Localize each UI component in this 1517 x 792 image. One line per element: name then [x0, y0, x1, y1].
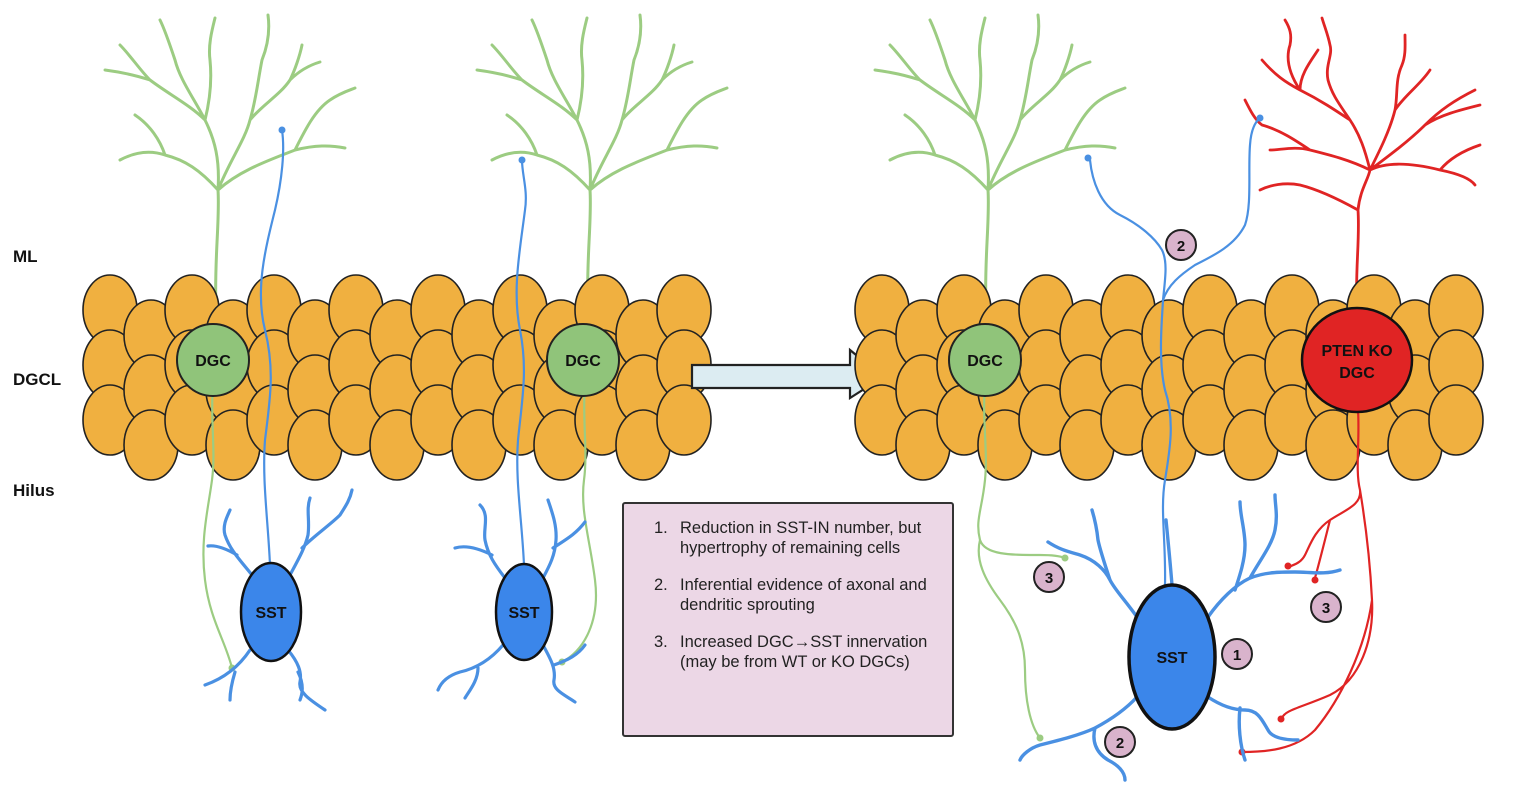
svg-text:1: 1 — [1233, 647, 1241, 664]
axon-terminal — [1277, 715, 1285, 723]
pten-ko-axon — [1241, 409, 1374, 754]
svg-text:3: 3 — [1322, 600, 1330, 617]
sst-label: SST — [508, 605, 539, 622]
svg-text:2: 2 — [1177, 238, 1185, 255]
axon-terminal — [1284, 562, 1292, 570]
sst-axon-sprout — [1161, 117, 1261, 301]
granule-cell — [1428, 384, 1484, 456]
granule-cell-layer-left — [82, 274, 712, 481]
legend-item-text: Increased DGC→SST innervation (may be fr… — [680, 633, 928, 671]
sst-label: SST — [255, 605, 286, 622]
axon-terminal — [1311, 576, 1319, 584]
legend-item-2: 2. Inferential evidence of axonal and de… — [654, 575, 942, 615]
sst-soma-right: SST — [1127, 583, 1217, 731]
dgc-soma-right: DGC — [948, 323, 1022, 397]
sst-soma-left-1: SST — [239, 561, 303, 663]
pten-ko-label-line2: DGC — [1339, 365, 1375, 382]
sst-soma-left-2: SST — [494, 562, 554, 662]
dgc-dendrite-tree-left-1 — [103, 13, 357, 312]
legend-item-text: Reduction in SST-IN number, but hypertro… — [680, 519, 922, 557]
pten-ko-dgc-soma: PTEN KO DGC — [1300, 306, 1414, 414]
axon-terminal — [1256, 114, 1264, 122]
sst-axon-right — [1088, 159, 1172, 586]
dgc-label: DGC — [967, 353, 1003, 370]
legend-item-number: 3. — [654, 633, 668, 651]
sst-axon-left-1 — [259, 129, 285, 566]
dgc-dendrite-tree-right — [873, 13, 1127, 312]
layer-label-dgcl: DGCL — [13, 370, 62, 389]
sst-axon-left-2 — [515, 159, 527, 566]
dgc-soma-left-1: DGC — [176, 323, 250, 397]
dgc-dendrite-tree-left-2 — [475, 13, 729, 312]
sst-dendrites-right — [1018, 493, 1342, 782]
layer-label-ml: ML — [13, 247, 38, 266]
transition-arrow — [690, 347, 885, 401]
legend-item-number: 1. — [654, 519, 668, 537]
pten-ko-label-line1: PTEN KO — [1321, 343, 1392, 360]
legend-item-3: 3. Increased DGC→SST innervation (may be… — [654, 632, 942, 672]
dgc-axon-right — [977, 379, 1066, 739]
layer-label-hilus: Hilus — [13, 481, 55, 500]
legend-item-1: 1. Reduction in SST-IN number, but hyper… — [654, 518, 942, 558]
axon-terminal — [1084, 154, 1092, 162]
sst-dendrites-left-2 — [436, 498, 587, 704]
legend-item-number: 2. — [654, 576, 668, 594]
granule-cell-layer-right — [854, 274, 1484, 481]
marker-2-lower: 2 — [1104, 726, 1136, 758]
dgc-soma-left-2: DGC — [546, 323, 620, 397]
marker-1: 1 — [1221, 638, 1253, 670]
marker-2-upper: 2 — [1165, 229, 1197, 261]
axon-terminal — [518, 156, 526, 164]
sst-dendrites-left-1 — [203, 488, 354, 712]
axon-terminal — [1061, 554, 1069, 562]
legend-item-text: Inferential evidence of axonal and dendr… — [680, 576, 927, 614]
marker-3-right: 3 — [1310, 591, 1342, 623]
pten-ko-dendrite-tree — [1243, 16, 1482, 312]
legend-box: 1. Reduction in SST-IN number, but hyper… — [622, 502, 954, 737]
marker-3-left: 3 — [1033, 561, 1065, 593]
axon-terminal — [278, 126, 286, 134]
granule-cell — [656, 384, 712, 456]
axon-terminal — [1036, 734, 1044, 742]
svg-text:3: 3 — [1045, 570, 1053, 587]
svg-text:2: 2 — [1116, 735, 1124, 752]
dgc-axon-left-1 — [202, 379, 234, 669]
sst-label: SST — [1156, 650, 1187, 667]
dgc-label: DGC — [565, 353, 601, 370]
dgc-label: DGC — [195, 353, 231, 370]
